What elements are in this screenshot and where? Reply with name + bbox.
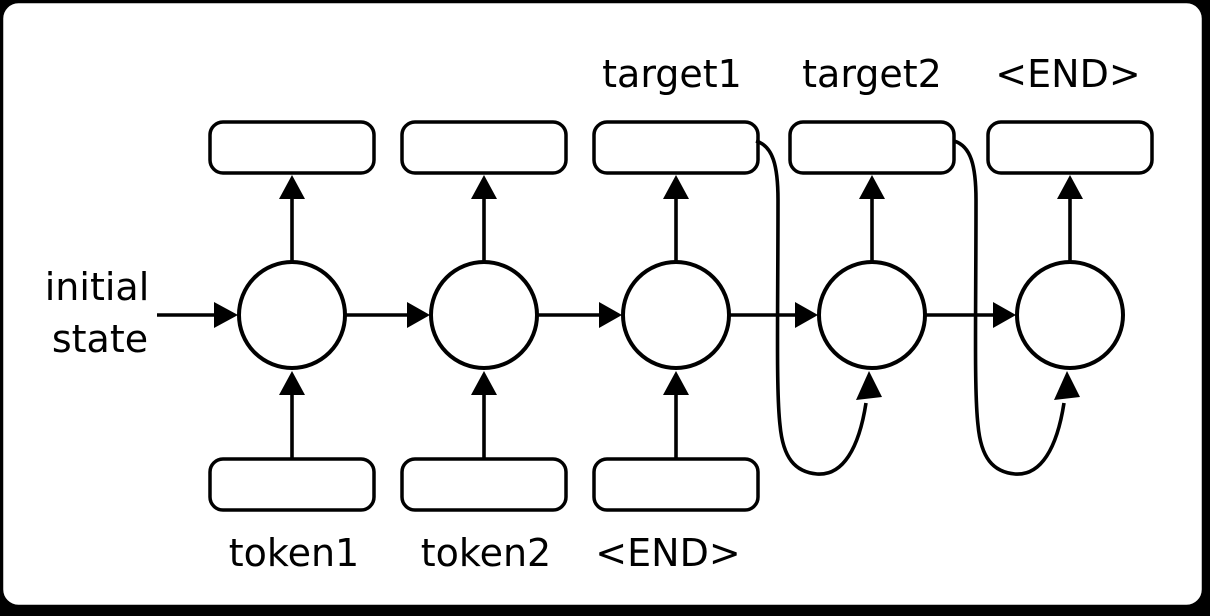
initial-state-arrow [157,302,238,328]
arrowhead-icon [279,371,305,395]
input-box-2 [400,457,568,512]
output-label-end: <END> [995,52,1140,96]
input-label-token1: token1 [229,531,359,575]
output-arrow-3 [663,175,689,262]
arrowhead-icon [663,371,689,395]
output-arrow-1 [279,175,305,262]
rnn-cell-2 [429,260,539,370]
state-arrow-1-2 [345,302,430,328]
arrowhead-icon [795,302,818,328]
output-label-target2: target2 [802,52,942,96]
arrowhead-icon [1057,175,1083,199]
output-arrow-2 [471,175,497,262]
arrowhead-icon [214,302,238,328]
feedback-arrow-output3-to-cell4 [755,139,882,476]
output-box-1 [208,120,376,175]
output-label-target1: target1 [602,52,742,96]
arrowhead-icon [599,302,622,328]
input-label-token2: token2 [421,531,551,575]
output-arrow-4 [859,175,885,262]
arrowhead-icon [279,175,305,199]
rnn-cell-4 [817,260,927,370]
arrowhead-icon [1054,371,1080,400]
arrowhead-icon [407,302,430,328]
input-arrow-3 [663,371,689,459]
arrowhead-icon [471,175,497,199]
output-box-5 [986,120,1154,175]
rnn-cell-1 [237,260,347,370]
output-arrow-5 [1057,175,1083,262]
state-arrow-3-4 [729,302,818,328]
rnn-cell-5 [1015,260,1125,370]
initial-state-label-line1: initial [45,265,150,309]
state-arrow-4-5 [925,302,1016,328]
arrowhead-icon [993,302,1016,328]
input-box-1 [208,457,376,512]
input-box-3 [592,457,760,512]
arrowhead-icon [859,175,885,199]
input-arrow-1 [279,371,305,459]
input-label-end: <END> [595,531,740,575]
arrowhead-icon [663,175,689,199]
feedback-arrow-output4-to-cell5 [953,139,1080,476]
state-arrow-2-3 [537,302,622,328]
output-box-4 [788,120,956,175]
input-arrow-2 [471,371,497,459]
rnn-cell-3 [621,260,731,370]
arrowhead-icon [471,371,497,395]
initial-state-label-line2: state [52,317,148,361]
output-box-2 [400,120,568,175]
output-box-3 [592,120,760,175]
arrowhead-icon [856,371,882,400]
